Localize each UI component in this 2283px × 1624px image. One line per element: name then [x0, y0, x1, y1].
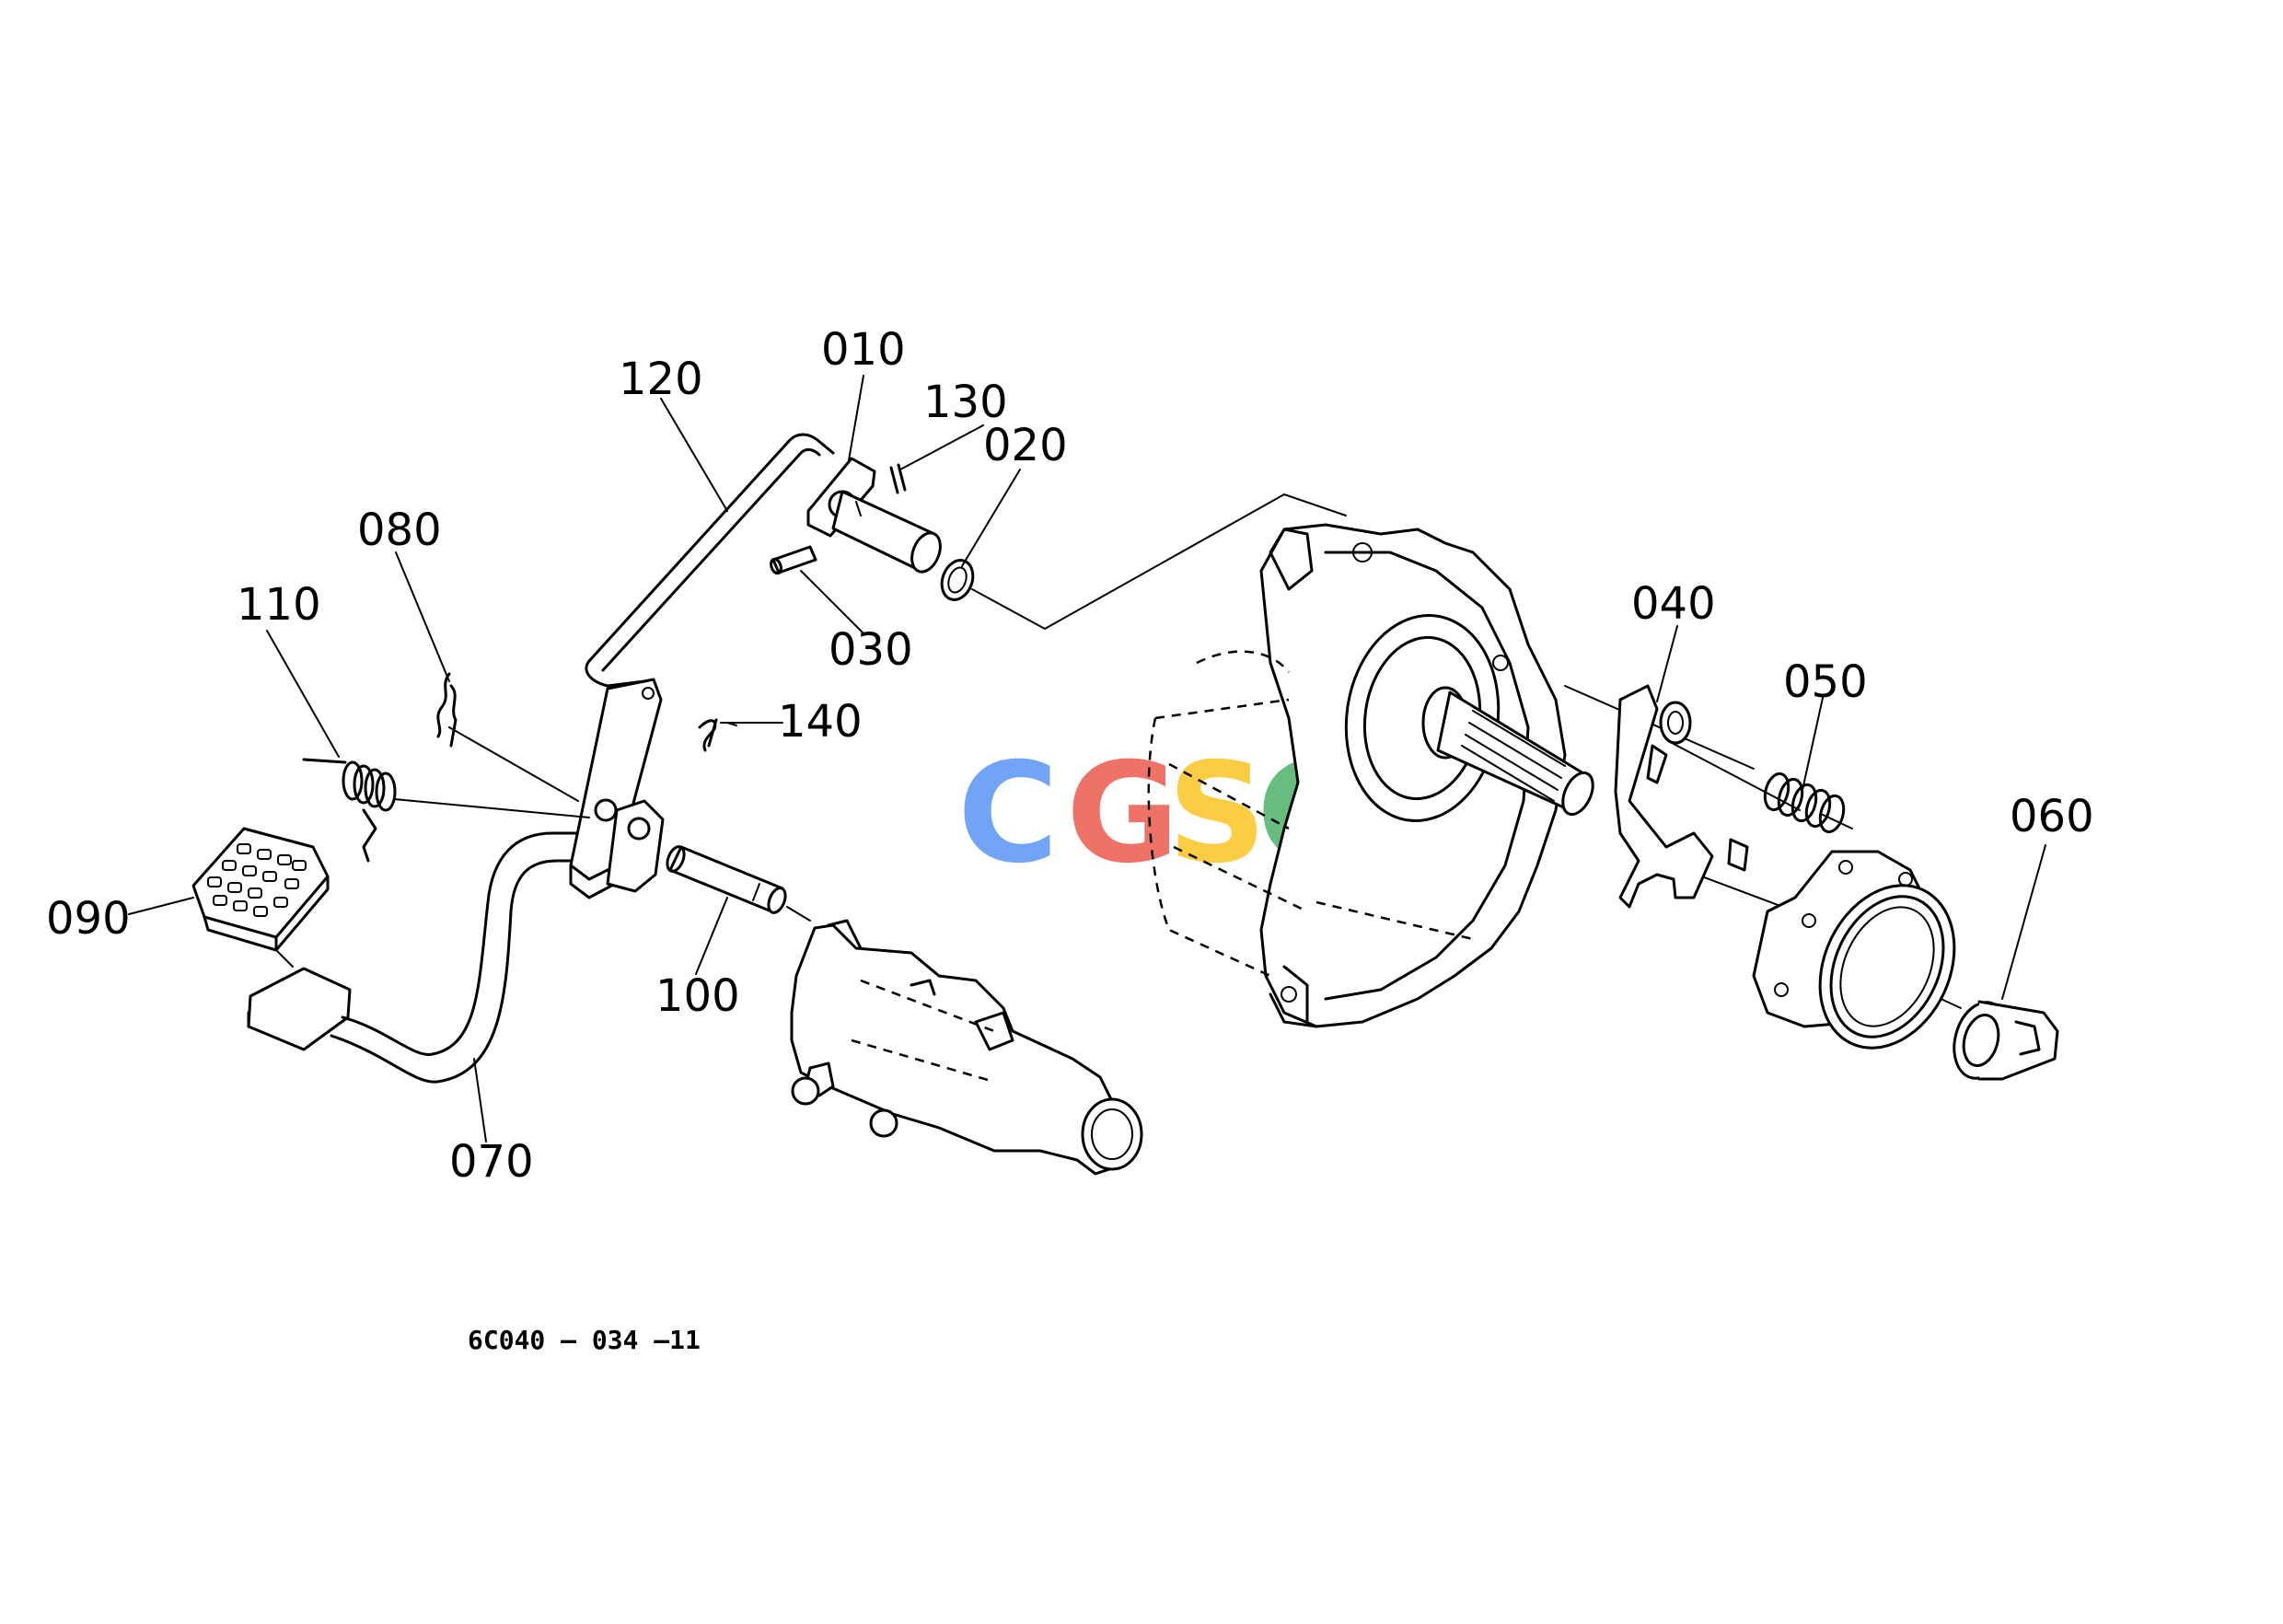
- clutch-pedal-arm-part: [247, 831, 577, 1084]
- pedal-shaft-part: [666, 845, 787, 914]
- callout-020: 020: [983, 420, 1068, 471]
- return-spring-part: [302, 758, 397, 863]
- callout-110: 110: [237, 579, 321, 631]
- pedal-pad-part: [191, 827, 330, 968]
- transmission-housing-part: [1147, 523, 1594, 1028]
- release-lever-part: [806, 457, 942, 574]
- shift-fork-part: [1614, 684, 1749, 909]
- watermark-letter-g: G: [1066, 734, 1179, 894]
- callout-080: 080: [357, 505, 442, 556]
- bearing-housing-part: [1752, 850, 1956, 1050]
- callout-070: 070: [449, 1136, 534, 1188]
- callout-120: 120: [619, 354, 703, 405]
- o-ring-part: [940, 559, 975, 601]
- callout-050: 050: [1783, 656, 1868, 708]
- callout-100: 100: [655, 970, 740, 1022]
- clutch-rod-part: [585, 433, 835, 688]
- callout-140: 140: [778, 696, 863, 748]
- callout-labels: 010 130 020 030 120 080 110 140 090 100 …: [46, 324, 2094, 1188]
- front-housing-part: [790, 919, 1143, 1176]
- callout-130: 130: [923, 377, 1008, 428]
- watermark-letter-c1: C: [957, 734, 1059, 894]
- drawing-code-label: 6C040 — 034 —11: [468, 1325, 701, 1355]
- callout-010: 010: [821, 324, 906, 376]
- pin-030-part: [770, 545, 817, 575]
- cotter-clip-140-part: [698, 718, 718, 752]
- pedal-lever-bracket: [569, 678, 665, 899]
- snap-pin-part: [436, 672, 458, 748]
- callout-090: 090: [46, 893, 131, 945]
- callout-030: 030: [829, 624, 913, 676]
- assembly-lines: [393, 493, 1962, 1009]
- callout-060: 060: [2010, 791, 2094, 842]
- callout-040: 040: [1631, 578, 1716, 630]
- spring-050-part: [1763, 771, 1846, 834]
- leader-lines: [128, 375, 2046, 1143]
- sleeve-060-part: [1953, 1000, 2059, 1081]
- watermark-letter-s: S: [1167, 734, 1267, 894]
